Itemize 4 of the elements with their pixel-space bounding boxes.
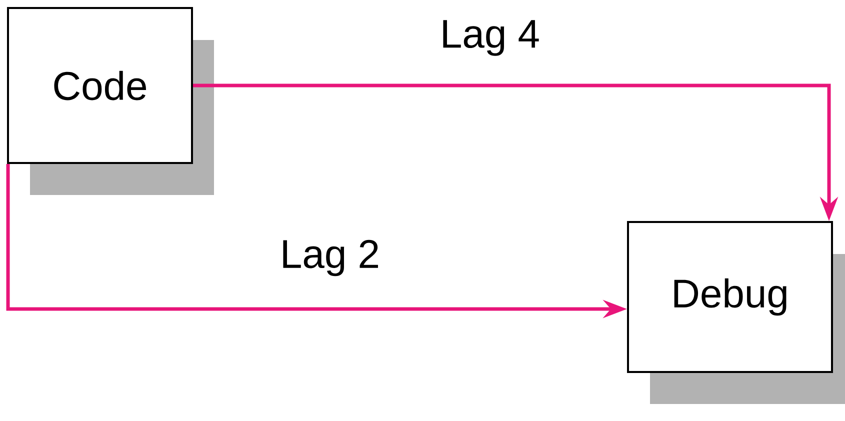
process-box: Code — [7, 7, 214, 195]
process-box: Debug — [627, 221, 845, 404]
edge-label: Lag 2 — [283, 240, 378, 276]
edge-label: Lag 4 — [443, 20, 539, 56]
